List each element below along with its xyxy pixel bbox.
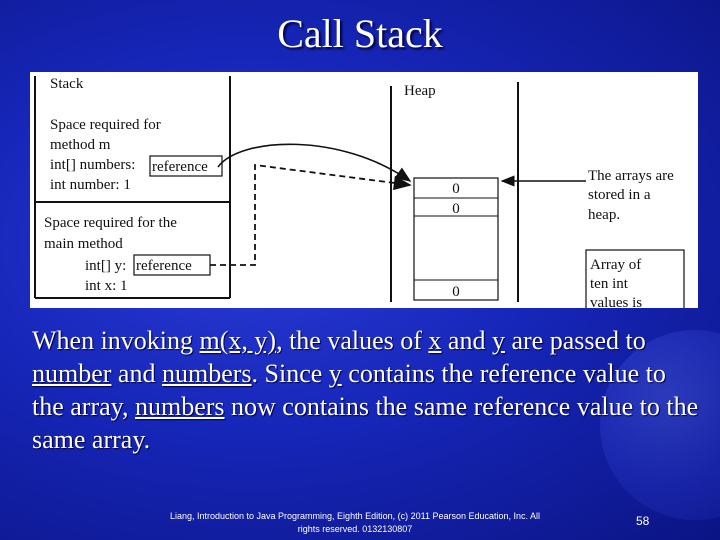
copyright-footer: Liang, Introduction to Java Programming,… [130, 510, 580, 536]
text-part: . Since [251, 359, 329, 388]
call-stack-diagram: Stack Space required for method m int[] … [30, 72, 698, 308]
numbers-term: numbers [161, 359, 252, 388]
text-part: and [111, 359, 162, 388]
numbers-term: numbers [134, 392, 225, 421]
number-variable: int number: 1 [50, 177, 131, 193]
footer-line-1: Liang, Introduction to Java Programming,… [169, 511, 541, 521]
note-array-of-line2: ten int [590, 276, 629, 292]
array-cell-1: 0 [452, 201, 460, 217]
method-m-line2: method m [50, 137, 111, 153]
array-cell-0: 0 [452, 181, 460, 197]
numbers-reference-box [149, 155, 223, 177]
slide-title: Call Stack [277, 11, 443, 56]
text-part: When invoking [32, 326, 200, 355]
note-arrays-line3: heap. [588, 207, 620, 223]
text-part: contains the reference value to the arra… [32, 359, 666, 421]
y-reference-arrow [210, 163, 412, 266]
array-cell-last: 0 [452, 284, 460, 300]
main-method-line2: main method [44, 236, 123, 252]
heap-label: Heap [404, 83, 436, 99]
note-arrays-line1: The arrays are [588, 168, 674, 184]
y-term: y [491, 326, 505, 355]
text-part: , the values of [276, 326, 429, 355]
main-method-line1: Space required for the [44, 215, 177, 231]
footer-line-2: rights reserved. 0132130807 [297, 524, 413, 534]
y-term: y [328, 359, 342, 388]
numbers-variable: int[] numbers: [50, 157, 135, 173]
numbers-arrow [217, 143, 412, 182]
x-variable: int x: 1 [85, 278, 128, 294]
explanation-text: When invoking m(x, y), the values of x a… [32, 324, 702, 456]
method-m-line1: Space required for [50, 117, 161, 133]
method-call-term: m(x, y) [199, 326, 277, 355]
page-number: 58 [636, 514, 650, 528]
note-array-of-line1: Array of [590, 257, 641, 273]
text-part: and [441, 326, 492, 355]
numbers-reference-label: reference [152, 159, 208, 175]
y-reference-label: reference [136, 258, 192, 274]
note-arrays-line2: stored in a [588, 187, 651, 203]
note-array-of-line3: values is [590, 295, 642, 308]
number-term: number [32, 359, 112, 388]
text-part: are passed to [504, 326, 646, 355]
y-variable: int[] y: [85, 258, 126, 274]
stack-label: Stack [50, 76, 84, 92]
note-array-box [585, 249, 685, 308]
text-part: now contains the same reference value to… [32, 392, 699, 454]
x-term: x [428, 326, 442, 355]
diagram-svg: Stack Space required for method m int[] … [34, 76, 685, 308]
